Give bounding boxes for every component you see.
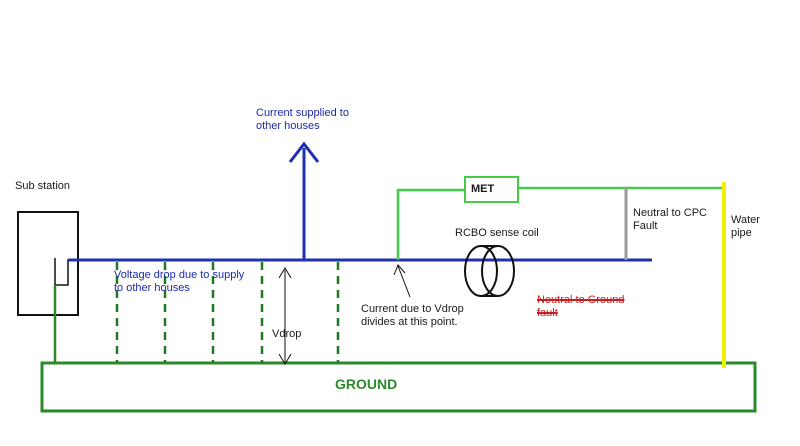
- vdrop-label: Vdrop: [272, 328, 302, 340]
- rcbo-coil-icon: [464, 245, 515, 297]
- water-pipe-label: Water pipe: [731, 214, 760, 239]
- vdrop-arrowhead-top: [278, 267, 292, 279]
- ground-block: [40, 361, 757, 413]
- met-label: MET: [471, 183, 495, 195]
- ground-label: GROUND: [335, 376, 398, 392]
- rcbo-sense-coil-label: RCBO sense coil: [455, 227, 539, 239]
- supply-arrowhead: [288, 141, 320, 163]
- sub-station-label: Sub station: [15, 180, 71, 192]
- current-due-vdrop-label: Current due to Vdrop divides at this poi…: [361, 303, 464, 328]
- earth-conductor: [396, 188, 465, 260]
- neutral-cpc-fault-label: Neutral to CPC Fault: [633, 207, 707, 232]
- neutral-ground-fault-label: Neutral to Ground fault: [537, 294, 625, 319]
- met-box: [464, 176, 519, 203]
- current-supplied-label: Current supplied to other houses: [256, 107, 349, 132]
- substation-box: [17, 211, 79, 316]
- voltage-drop-label: Voltage drop due to supply to other hous…: [114, 269, 245, 294]
- current-pointer-arrow: [397, 265, 411, 298]
- current-pointer-arrowhead: [393, 264, 406, 276]
- vdrop-arrowhead-bottom: [278, 353, 292, 365]
